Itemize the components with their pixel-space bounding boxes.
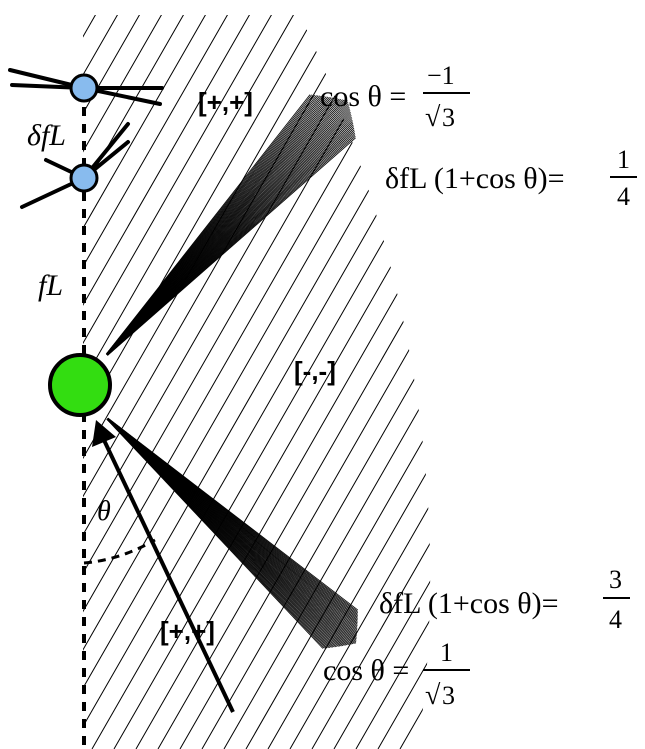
hatch-line xyxy=(135,15,431,749)
svg-text:4: 4 xyxy=(609,605,622,634)
hatch-line xyxy=(311,15,431,749)
hatch-line xyxy=(576,0,645,749)
svg-text:−1: −1 xyxy=(427,61,455,90)
hatch-line xyxy=(598,0,645,749)
hatch-line xyxy=(83,15,193,749)
hatch-line xyxy=(83,15,347,749)
angle-arc xyxy=(83,538,156,565)
hatch-line xyxy=(83,15,303,749)
hatch-line xyxy=(83,15,413,749)
delta-fl-label: δfL xyxy=(27,119,66,152)
hatch-line xyxy=(289,15,431,749)
hatch-line xyxy=(157,15,431,749)
svg-text:δfL (1+cos θ)=: δfL (1+cos θ)= xyxy=(379,587,559,620)
incoming-arrow-shaft xyxy=(101,437,235,713)
hatch-line xyxy=(83,15,281,749)
svg-text:1: 1 xyxy=(617,145,630,174)
hatch-line xyxy=(0,0,38,749)
hatch-line xyxy=(179,15,431,749)
svg-text:3: 3 xyxy=(609,565,622,594)
svg-text:√: √ xyxy=(425,680,441,711)
hatch-line xyxy=(83,15,369,749)
hatch-line xyxy=(510,0,645,749)
svg-text:√: √ xyxy=(425,102,441,133)
upper-region-label: [+,+] xyxy=(198,87,253,117)
hatch-line xyxy=(113,15,431,749)
hatch-line xyxy=(421,15,431,749)
hatch-line xyxy=(554,0,645,749)
hatch-line xyxy=(83,15,237,749)
hatch-line xyxy=(83,15,391,749)
hatch-line xyxy=(201,15,431,749)
hatch-line xyxy=(466,0,645,749)
cos-bottom-annotation: cos θ = 1 √ 3 xyxy=(323,638,470,711)
wedge-line xyxy=(106,419,324,649)
lower-shaded-wedge xyxy=(106,417,358,649)
hatch-line xyxy=(83,15,215,749)
hatch-line xyxy=(83,15,171,749)
hatch-line xyxy=(444,0,645,749)
hatch-line xyxy=(91,15,431,749)
middle-region-label: [-,-] xyxy=(294,356,336,386)
wedge-line xyxy=(107,137,356,356)
lower-region-label: [+,+] xyxy=(160,616,215,646)
svg-text:4: 4 xyxy=(617,182,630,211)
arrow-head xyxy=(92,420,116,447)
hatch-line xyxy=(333,15,431,749)
svg-text:cos θ =: cos θ = xyxy=(323,654,409,687)
hatch-line xyxy=(488,0,645,749)
hatch-line xyxy=(620,0,645,749)
svg-text:1: 1 xyxy=(440,638,453,667)
delta-bottom-annotation: δfL (1+cos θ)= 3 4 xyxy=(379,565,630,634)
upper-shaded-wedge xyxy=(105,94,356,356)
hatch-line xyxy=(532,0,645,749)
hatch-line xyxy=(0,0,16,749)
large-green-node xyxy=(48,353,112,417)
top-small-node xyxy=(69,73,99,103)
hatch-line xyxy=(355,15,431,749)
hatch-line xyxy=(83,15,431,749)
svg-text:3: 3 xyxy=(442,681,455,710)
hatch-line xyxy=(83,15,259,749)
second-small-node xyxy=(69,163,99,193)
hatch-line xyxy=(377,15,431,749)
svg-text:3: 3 xyxy=(442,103,455,132)
hatch-line xyxy=(223,15,431,749)
cos-top-annotation: cos θ = −1 √ 3 xyxy=(320,61,470,133)
fl-label: fL xyxy=(38,269,63,302)
svg-text:δfL (1+cos θ)=: δfL (1+cos θ)= xyxy=(385,162,565,195)
svg-text:cos θ =: cos θ = xyxy=(320,80,406,113)
theta-label: θ xyxy=(97,496,111,527)
delta-top-annotation: δfL (1+cos θ)= 1 4 xyxy=(385,145,637,211)
